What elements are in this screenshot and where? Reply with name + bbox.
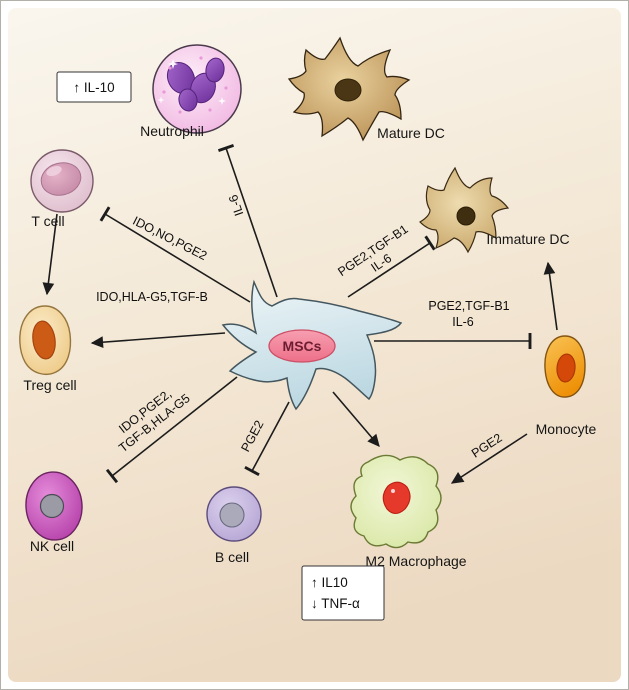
treg-cell: Treg cell (19, 305, 77, 393)
b-cell-label: B cell (215, 549, 249, 565)
m2-macrophage-cell: M2 Macrophage (350, 454, 467, 569)
edge-msc-m2 (332, 391, 380, 447)
sparkle-icon (157, 59, 226, 105)
mature-dc-cell: Mature DC (287, 36, 445, 142)
edge-label-msc-neutrophil: IL-6 (226, 193, 246, 218)
edge-t-cell-treg (42, 213, 58, 296)
msc-label: MSCs (283, 338, 322, 354)
m2-nucleus (382, 481, 411, 515)
edge-msc-t-cell (99, 206, 251, 303)
svg-text:PGE2,TGF-B1: PGE2,TGF-B1 (428, 299, 509, 313)
neutrophil-nucleus (166, 57, 225, 112)
t-cell-label: T cell (31, 213, 64, 229)
nk-label: NK cell (30, 538, 74, 554)
edge-msc-immature-dc (347, 235, 436, 298)
treg-label: Treg cell (23, 377, 76, 393)
edge-msc-neutrophil (217, 144, 278, 298)
edge-msc-treg (90, 332, 226, 349)
monocyte-cell: Monocyte (536, 335, 597, 437)
il10-box (56, 71, 132, 103)
msc-cell: MSCs (221, 279, 403, 411)
b-cell: B cell (206, 486, 262, 565)
edge-msc-nk (105, 376, 238, 484)
monocyte-label: Monocyte (536, 421, 597, 437)
immature-dc-cell: Immature DC (419, 166, 570, 254)
msc-nucleus (268, 329, 336, 363)
m2-box-line1: ↑ IL10 (311, 575, 348, 590)
treg-nucleus (32, 320, 56, 360)
immature-dc-label: Immature DC (486, 231, 569, 247)
nk-cell: NK cell (25, 471, 83, 554)
neutrophil-granules (162, 56, 228, 114)
m2-callout: ↑ IL10 ↓ TNF-α (301, 565, 385, 621)
mature-dc-nucleus (334, 78, 362, 102)
il10-callout: ↑ IL-10 (56, 71, 132, 103)
m2-box (301, 565, 385, 621)
t-cell: T cell (30, 149, 94, 229)
edge-label-msc-treg: IDO,HLA-G5,TGF-B (96, 290, 208, 304)
monocyte-nucleus (556, 353, 576, 383)
edge-monocyte-m2 (450, 433, 528, 484)
m2-nucleus-highlight (391, 489, 395, 493)
immature-dc-nucleus (456, 206, 476, 226)
t-cell-highlight (46, 165, 62, 177)
edge-label-msc-monocyte: PGE2,TGF-B1 IL-6 (428, 299, 509, 329)
edges (42, 144, 558, 484)
nk-nucleus (39, 493, 65, 519)
il10-text: ↑ IL-10 (73, 80, 114, 95)
b-cell-nucleus (219, 502, 245, 528)
m2-label: M2 Macrophage (365, 553, 466, 569)
svg-text:IL-6: IL-6 (452, 315, 474, 329)
m2-box-line2: ↓ TNF-α (311, 596, 360, 611)
neutrophil-label: Neutrophil (140, 123, 204, 139)
edge-monocyte-immature-dc (543, 261, 558, 331)
neutrophil-cell: Neutrophil (140, 44, 242, 139)
mature-dc-label: Mature DC (377, 125, 445, 141)
edge-msc-b-cell (244, 401, 290, 477)
